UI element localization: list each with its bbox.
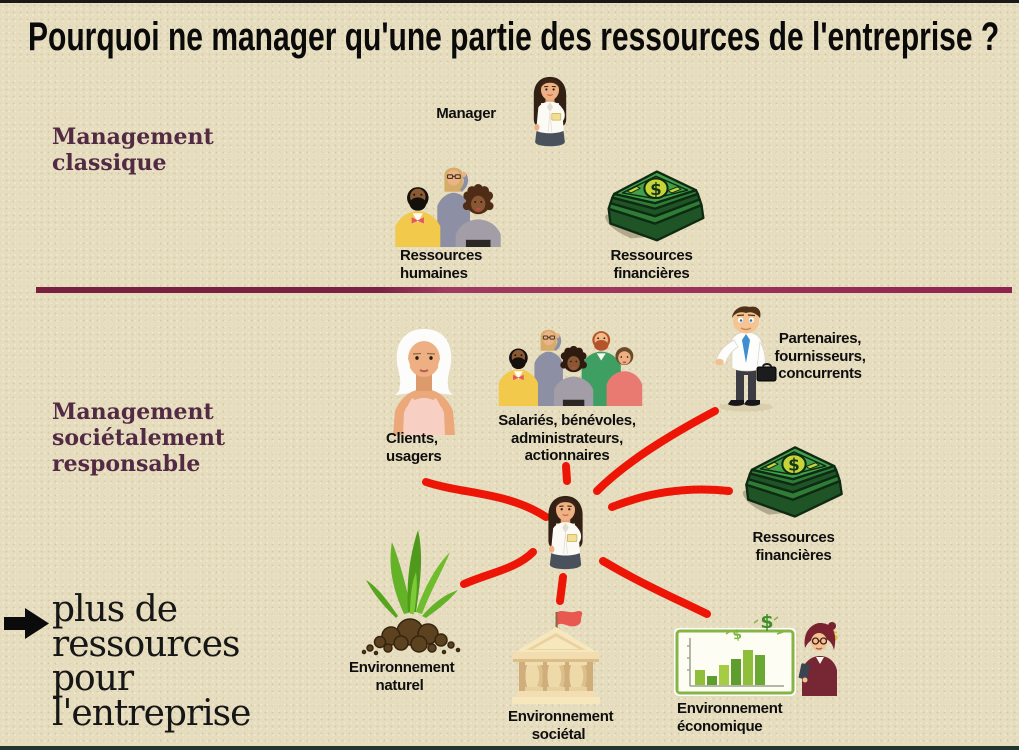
section-divider [36,287,1012,293]
connector-clients [422,478,550,521]
manager-icon [533,76,567,147]
section-heading-responsible: Management sociétalement responsable [52,399,226,477]
right-arrow-icon [4,608,49,639]
grass-icon [361,530,461,656]
economic-environment-label: Environnement économique [677,700,783,735]
central-manager-icon [547,495,584,570]
partners-label: Partenaires, fournisseurs, concurrents [774,330,866,382]
connector-financial [608,485,733,511]
financial-resources-label-bottom: Ressources financières [752,529,835,564]
manager-label: Manager [436,105,496,122]
employees-label: Salariés, bénévoles, administrateurs, ac… [498,412,636,464]
employees-group-icon [498,329,643,406]
natural-environment-label: Environnement naturel [349,659,455,694]
connector-employees [562,462,571,485]
connector-natural-env [460,548,537,588]
page-title: Pourquoi ne manager qu'une partie des re… [28,15,1000,59]
human-resources-group-icon [395,167,501,247]
financial-resources-label-top: Ressources financières [610,247,693,282]
clients-label: Clients, usagers [386,430,442,465]
societal-environment-label: Environnement sociétal [508,708,614,743]
clients-icon [393,329,455,435]
money-stack-icon [603,170,705,242]
bottom-border [0,746,1019,750]
partners-icon [715,306,777,412]
money-stack-icon-2 [741,446,843,518]
connector-societal-env [556,573,567,605]
connector-economic-env [599,557,711,618]
dollar-glyph-large: $ [760,612,773,633]
section-heading-classic: Management classique [52,124,214,176]
dollar-glyph-small: $ [732,627,744,643]
societal-building-icon [512,610,600,704]
top-border [0,0,1019,3]
conclusion-text: plus de ressources pour l'entreprise [52,589,251,734]
human-resources-label: Ressources humaines [400,247,483,282]
economic-chart-icon: $ $ $ [674,612,839,696]
